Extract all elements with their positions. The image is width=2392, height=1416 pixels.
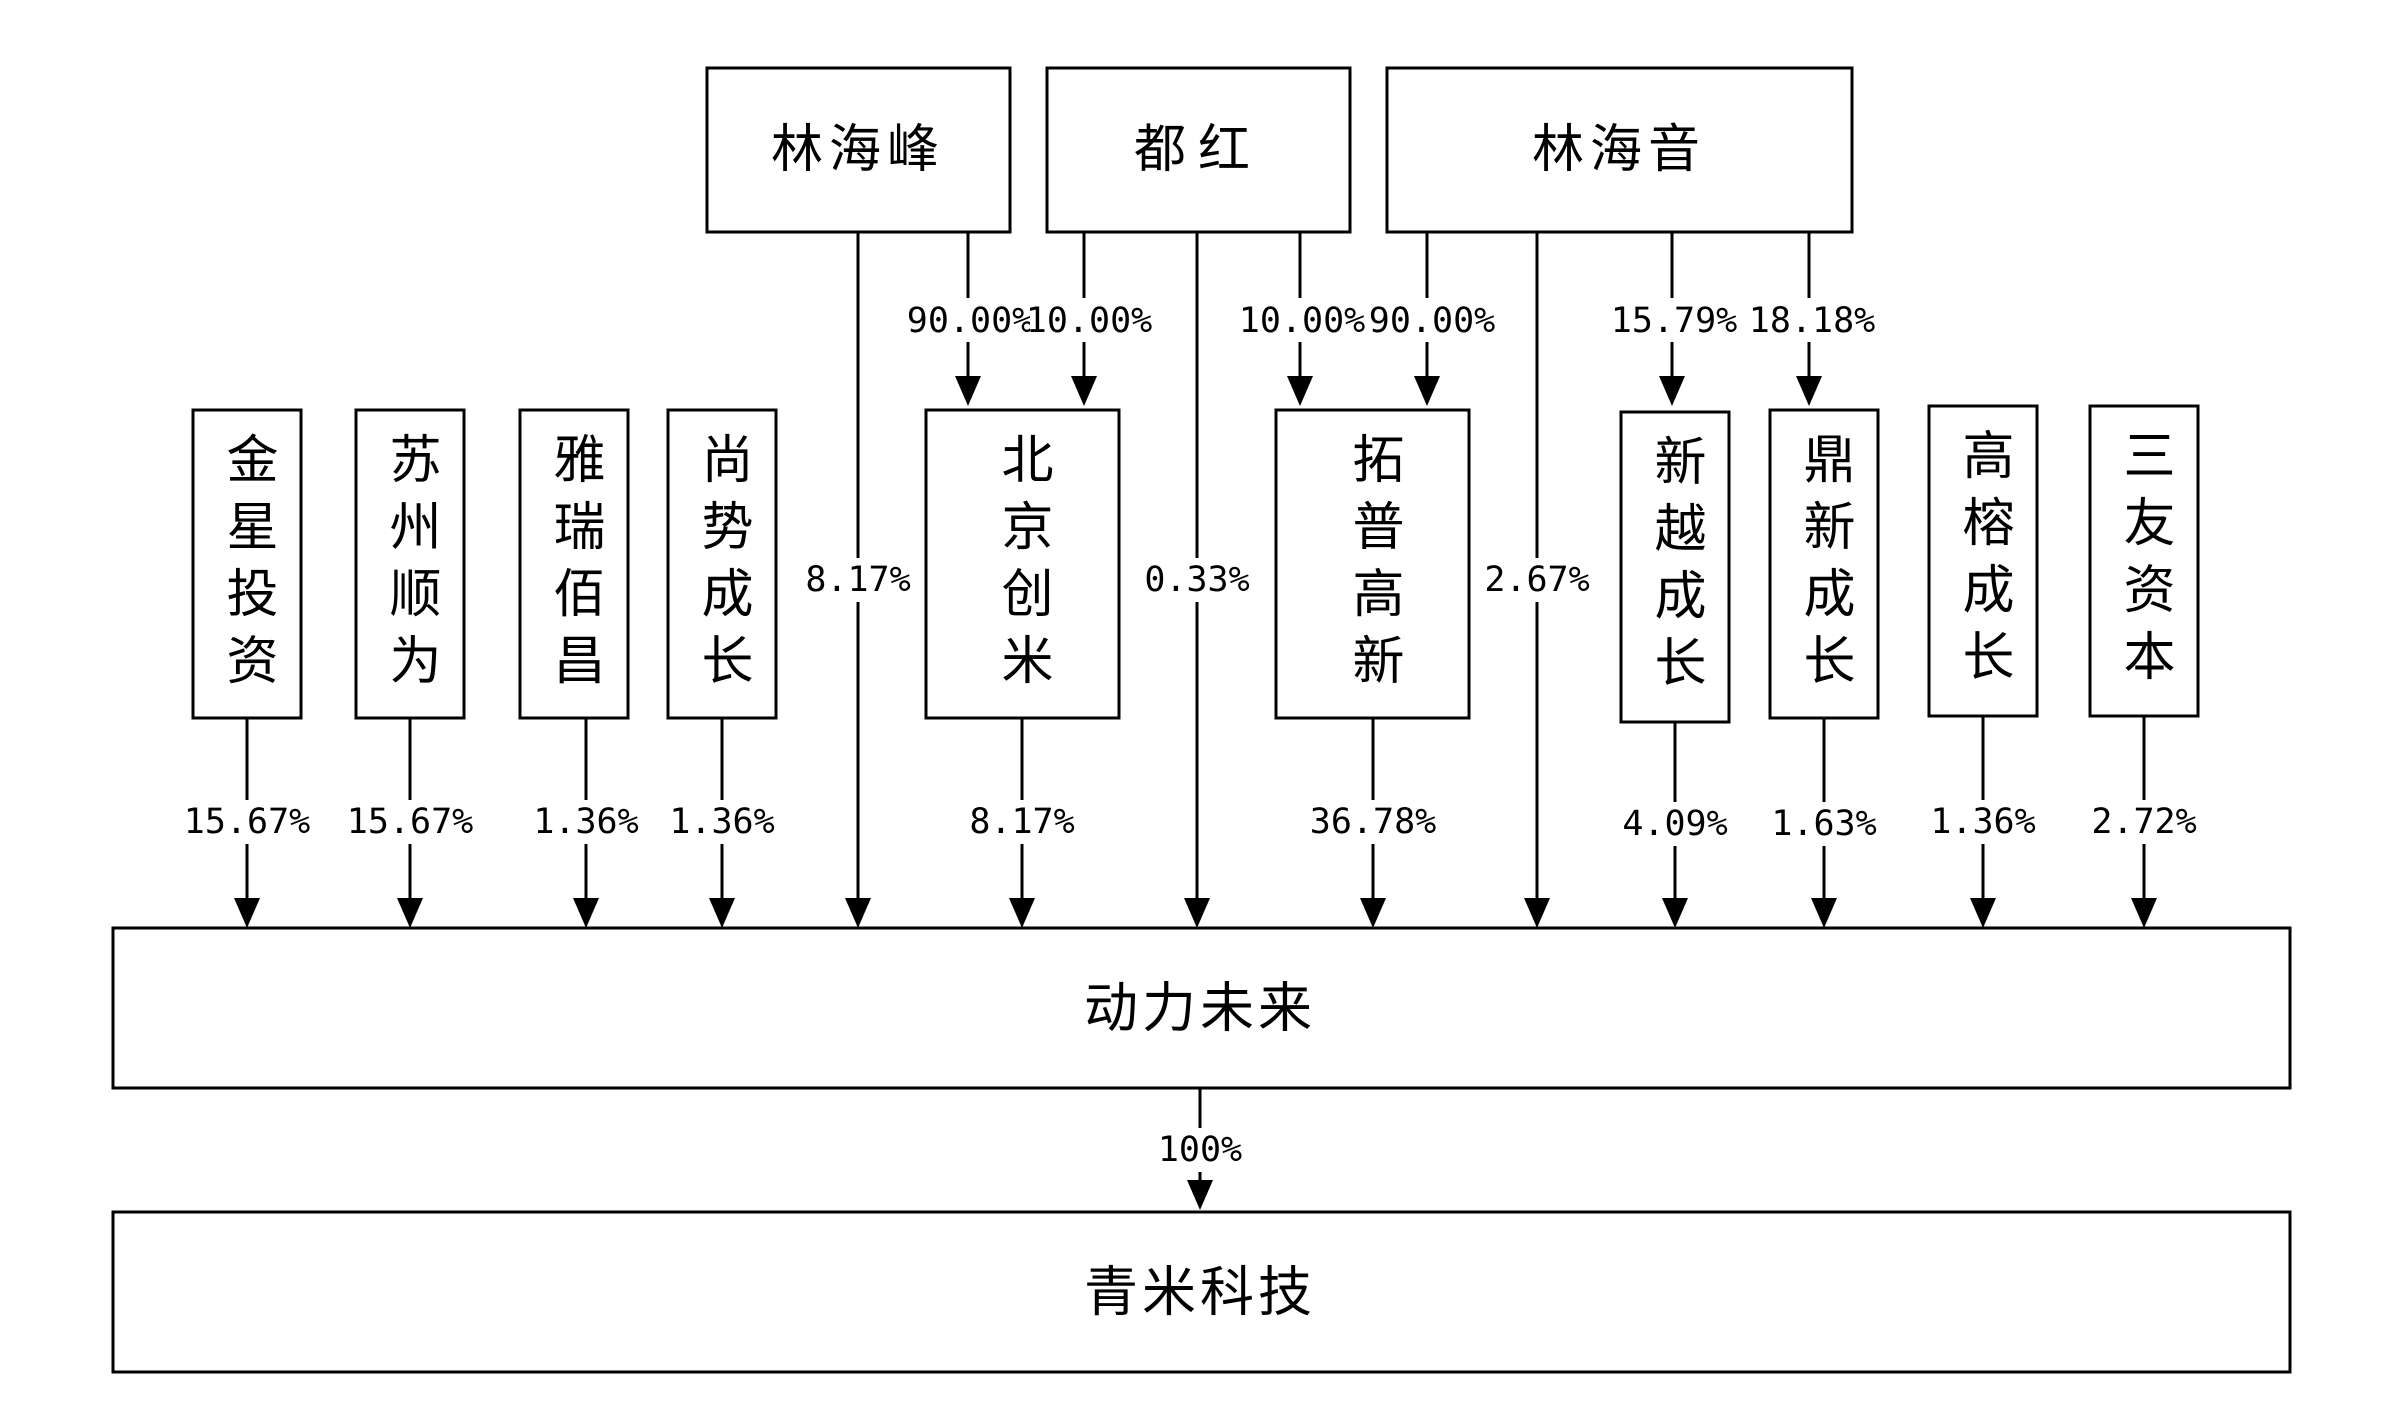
arrow-beijing-dongli: [1009, 898, 1035, 928]
label-dongli-qingmi: 100%: [1158, 1130, 1242, 1170]
label-xinyue-dongli: 4.09%: [1622, 804, 1727, 844]
label-jinxing-dongli: 15.67%: [184, 802, 310, 842]
label-suzhou-dongli: 15.67%: [347, 802, 473, 842]
arrow-shangshi-dongli: [709, 898, 735, 928]
shareholder-du-hong-label: 都红: [1134, 120, 1262, 180]
arrow-du-dongli: [1184, 898, 1210, 928]
entity-suzhou-label: 苏州顺为: [380, 432, 440, 700]
entity-beijing: 北京创米: [924, 408, 1121, 720]
arrow-du-tuopu: [1287, 376, 1313, 406]
entity-shangshi: 尚势成长: [666, 408, 778, 720]
arrow-lhy-xinyue: [1659, 376, 1685, 406]
arrowheads: [234, 376, 2157, 1210]
arrow-du-beijing: [1071, 376, 1097, 406]
arrow-gaorong-dongli: [1970, 898, 1996, 928]
arrow-lhy-tuopu: [1414, 376, 1440, 406]
label-lhf-beijing: 90.00%: [907, 301, 1033, 341]
arrow-yarui-dongli: [573, 898, 599, 928]
entity-dongli: 动力未来: [111, 926, 2292, 1090]
label-yarui-dongli: 1.36%: [533, 802, 638, 842]
entity-jinxing-label: 金星投资: [217, 432, 277, 700]
label-sanyou-dongli: 2.72%: [2091, 802, 2196, 842]
label-lhf-dongli: 8.17%: [805, 560, 910, 600]
label-shangshi-dongli: 1.36%: [669, 802, 774, 842]
entity-xinyue-label: 新越成长: [1645, 434, 1705, 702]
entity-sanyou: 三友资本: [2088, 404, 2200, 718]
label-du-dongli: 0.33%: [1144, 560, 1249, 600]
entity-shangshi-label: 尚势成长: [692, 432, 752, 700]
entity-tuopu-label: 拓普高新: [1343, 432, 1403, 700]
entity-gaorong: 高榕成长: [1927, 404, 2039, 718]
entity-yarui: 雅瑞佰昌: [518, 408, 630, 720]
label-tuopu-dongli: 36.78%: [1310, 802, 1436, 842]
entity-dingxin: 鼎新成长: [1768, 408, 1880, 720]
shareholder-lin-haifeng: 林海峰: [705, 66, 1012, 234]
entity-xinyue: 新越成长: [1619, 410, 1731, 724]
entity-jinxing: 金星投资: [191, 408, 303, 720]
entity-yarui-label: 雅瑞佰昌: [544, 432, 604, 700]
arrow-lhy-dingxin: [1796, 376, 1822, 406]
arrow-lhf-beijing: [955, 376, 981, 406]
entity-qingmi-label: 青米科技: [1084, 1261, 1316, 1324]
arrow-sanyou-dongli: [2131, 898, 2157, 928]
label-gaorong-dongli: 1.36%: [1930, 802, 2035, 842]
label-beijing-dongli: 8.17%: [969, 802, 1074, 842]
shareholder-du-hong: 都红: [1045, 66, 1352, 234]
arrow-jinxing-dongli: [234, 898, 260, 928]
shareholder-lin-haifeng-label: 林海峰: [771, 120, 945, 180]
arrow-lhy-dongli: [1524, 898, 1550, 928]
label-lhy-dingxin: 18.18%: [1749, 301, 1875, 341]
entity-sanyou-label: 三友资本: [2114, 428, 2174, 696]
entity-suzhou: 苏州顺为: [354, 408, 466, 720]
label-lhy-xinyue: 15.79%: [1611, 301, 1737, 341]
edge-labels: 90.00% 10.00% 10.00% 90.00% 15.79% 18.18…: [184, 298, 2197, 1172]
shareholder-lin-haiyin-label: 林海音: [1532, 120, 1706, 180]
arrow-suzhou-dongli: [397, 898, 423, 928]
arrow-dongli-qingmi: [1187, 1180, 1213, 1210]
label-du-beijing: 10.00%: [1026, 301, 1152, 341]
arrow-lhf-dongli: [845, 898, 871, 928]
arrow-xinyue-dongli: [1662, 898, 1688, 928]
label-du-tuopu: 10.00%: [1239, 301, 1365, 341]
label-lhy-dongli: 2.67%: [1484, 560, 1589, 600]
arrow-tuopu-dongli: [1360, 898, 1386, 928]
shareholder-lin-haiyin: 林海音: [1385, 66, 1854, 234]
label-dingxin-dongli: 1.63%: [1771, 804, 1876, 844]
label-lhy-tuopu: 90.00%: [1369, 301, 1495, 341]
entity-tuopu: 拓普高新: [1274, 408, 1471, 720]
entity-gaorong-label: 高榕成长: [1953, 428, 2013, 696]
entity-dingxin-label: 鼎新成长: [1794, 432, 1854, 700]
entity-beijing-label: 北京创米: [992, 432, 1052, 700]
entity-qingmi: 青米科技: [111, 1210, 2292, 1374]
entity-dongli-label: 动力未来: [1084, 977, 1316, 1040]
arrow-dingxin-dongli: [1811, 898, 1837, 928]
